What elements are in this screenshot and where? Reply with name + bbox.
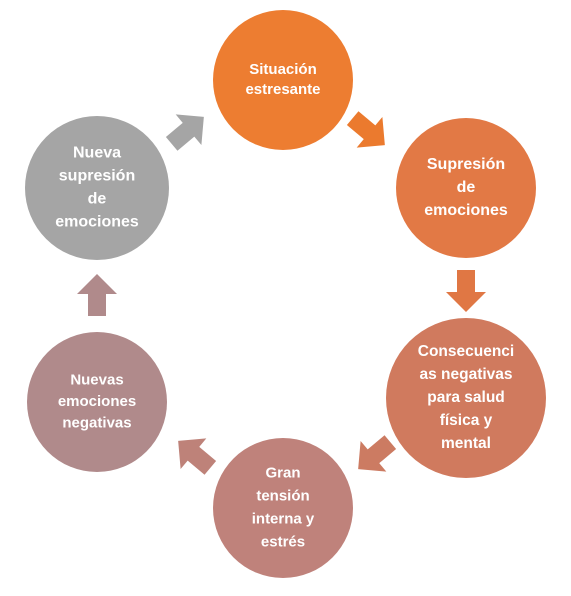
arrow-tension-to-nuevas-emociones <box>178 438 217 475</box>
node-situacion-label-line: Situación <box>249 61 317 78</box>
node-consecuencias-label-line: Consecuenci <box>418 343 514 360</box>
node-supresion-label-line: Supresión <box>427 156 505 173</box>
node-supresion-label-line: de <box>457 179 476 196</box>
arrow-supresion-to-consecuencias <box>446 270 486 312</box>
node-consecuencias-label-line: as negativas <box>419 366 512 383</box>
node-nueva-supresion-label-line: emociones <box>55 214 139 231</box>
node-consecuencias-label-line: mental <box>441 435 491 452</box>
node-situacion-label-line: estresante <box>245 81 320 98</box>
node-nuevas-emociones-circle <box>27 332 167 472</box>
node-tension-label-line: tensión <box>256 487 309 504</box>
node-tension-label-line: interna y <box>252 510 315 527</box>
node-nueva-supresion: Nueva supresión de emociones <box>25 116 169 260</box>
node-nueva-supresion-circle <box>25 116 169 260</box>
arrow-consecuencias-to-tension <box>358 435 397 472</box>
node-nuevas-emociones-label-line: negativas <box>62 414 131 431</box>
arrow-situacion-to-supresion <box>346 111 385 148</box>
node-nueva-supresion-label-line: de <box>88 191 107 208</box>
node-supresion: Supresión de emociones <box>396 118 536 258</box>
node-supresion-circle <box>396 118 536 258</box>
node-nueva-supresion-label-line: Nueva <box>73 145 121 162</box>
node-tension: Gran tensión interna y estrés <box>213 438 353 578</box>
node-consecuencias: Consecuenci as negativas para salud física … <box>386 318 546 478</box>
node-nuevas-emociones-label-line: emociones <box>58 393 136 410</box>
node-nuevas-emociones: Nuevas emociones negativas <box>27 332 167 472</box>
node-nueva-supresion-label-line: supresión <box>59 168 135 185</box>
nodes-layer: SituaciónestresanteSupresióndeemocionesC… <box>25 10 546 578</box>
node-tension-label-line: Gran <box>265 464 300 481</box>
node-situacion-circle <box>213 10 353 150</box>
arrow-nuevas-emociones-to-nueva-supresion <box>77 274 117 316</box>
node-situacion: Situación estresante <box>213 10 353 150</box>
node-nuevas-emociones-label-line: Nuevas <box>70 371 123 388</box>
node-consecuencias-label-line: para salud <box>427 389 505 406</box>
node-consecuencias-label-line: física y <box>440 412 493 429</box>
node-supresion-label-line: emociones <box>424 202 508 219</box>
arrow-nueva-supresion-to-situacion <box>165 114 204 151</box>
arrows-layer <box>77 111 486 475</box>
node-tension-label-line: estrés <box>261 533 305 550</box>
node-consecuencias-circle <box>386 318 546 478</box>
node-tension-circle <box>213 438 353 578</box>
